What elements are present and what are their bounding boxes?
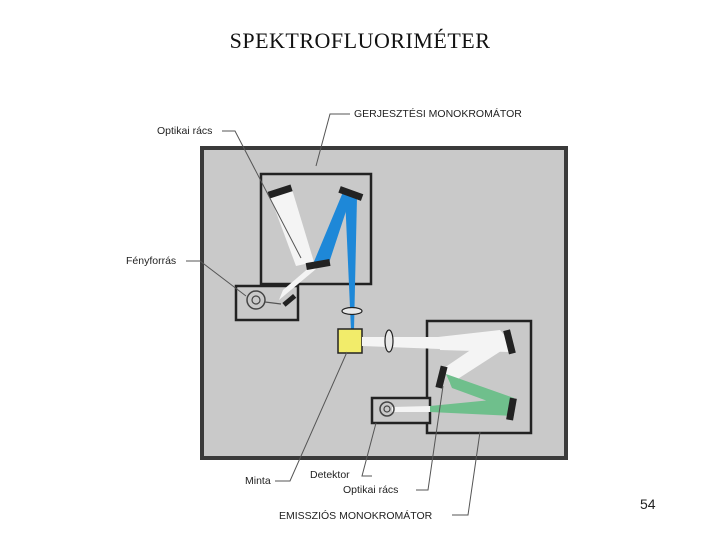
white-beam-to-emission-grating [444,330,512,384]
excitation-mirror-1 [267,184,293,199]
label-sample: Minta [245,475,271,487]
blue-beam-mirror-to-sample [345,196,357,330]
leader-lines [186,113,481,516]
label-detector: Detektor [310,469,350,481]
lamp-inner [251,295,261,305]
label-optical-grating-top: Optikai rács [157,125,212,137]
emission-grating [435,365,448,389]
white-beam-to-grating [279,266,316,300]
label-light-source: Fényforrás [126,255,176,267]
page-number: 54 [640,496,656,512]
white-beam-source-to-mirror [270,186,314,266]
detector-inner [383,405,391,413]
white-beam-to-detector [392,406,430,412]
label-optical-grating-bottom: Optikai rács [343,484,398,496]
excitation-grating [305,258,331,271]
sample-cell [337,328,363,354]
excitation-mirror-2 [338,186,364,201]
emission-mirror-1 [503,329,516,355]
blue-beam-grating-to-mirror [313,192,351,266]
label-emission-monochromator: EMISSZIÓS MONOKROMÁTOR [279,509,433,522]
label-excitation-monochromator: GERJESZTÉSI MONOKROMÁTOR [354,107,522,120]
detector-outer [379,401,395,417]
source-mirror [282,293,297,307]
white-beam-sample-to-emission [362,337,440,349]
excitation-lens [341,306,363,316]
emission-mirror-2 [506,397,517,421]
slide-title: SPEKTROFLUORIMÉTER [229,28,491,53]
emission-lens [384,329,394,353]
green-beam-mirror-to-detector [430,398,514,416]
lamp-outer [246,290,266,310]
